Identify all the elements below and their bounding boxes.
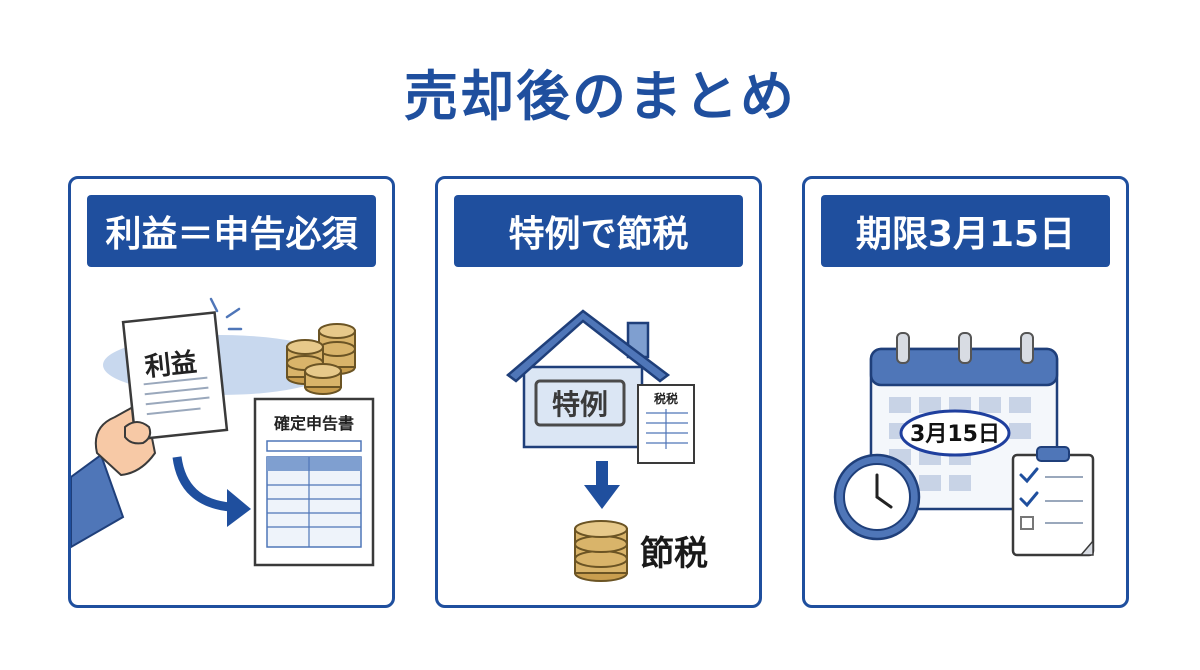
profit-illustration: 利益: [71, 297, 375, 567]
panel-illustration: 特例 税税: [438, 277, 759, 605]
profit-label: 利益: [143, 348, 198, 383]
calendar-icon: 3月15日: [869, 332, 1059, 511]
down-arrow-icon: [584, 461, 620, 509]
tax-return-label: 確定申告書: [274, 414, 354, 433]
page-title: 売却後のまとめ: [404, 65, 796, 128]
panel-deadline: 期限3月15日 3月15日: [802, 176, 1129, 608]
tax-sheet-icon: 税税: [637, 384, 695, 464]
clipboard-checklist-icon: [1011, 446, 1095, 557]
deadline-illustration: 3月15日: [833, 332, 1095, 557]
house-icon: 特例: [506, 309, 671, 449]
tax-label: 税税: [654, 391, 678, 406]
document-icon: 利益: [121, 311, 229, 441]
tax-savings-label: 節税: [640, 534, 708, 574]
panel-illustration: 3月15日: [805, 277, 1126, 605]
tax-saving-illustration: 特例 税税: [506, 309, 708, 582]
coin-stack-icon: [574, 520, 628, 582]
special-case-label: 特例: [552, 388, 608, 421]
curved-arrow-icon: [172, 456, 251, 527]
panel-heading: 期限3月15日: [821, 195, 1110, 267]
deadline-date-label: 3月15日: [910, 422, 1000, 447]
panel-illustration: 利益: [71, 277, 392, 605]
panel-heading: 利益＝申告必須: [87, 195, 376, 267]
panel-special-tax-savings: 特例で節税 特例 税税: [435, 176, 762, 608]
tax-return-form-icon: 確定申告書: [253, 397, 375, 567]
clock-icon: [833, 453, 921, 541]
coin-stack-icon: [286, 323, 356, 395]
panel-profit-declaration: 利益＝申告必須 利益: [68, 176, 395, 608]
panel-heading: 特例で節税: [454, 195, 743, 267]
